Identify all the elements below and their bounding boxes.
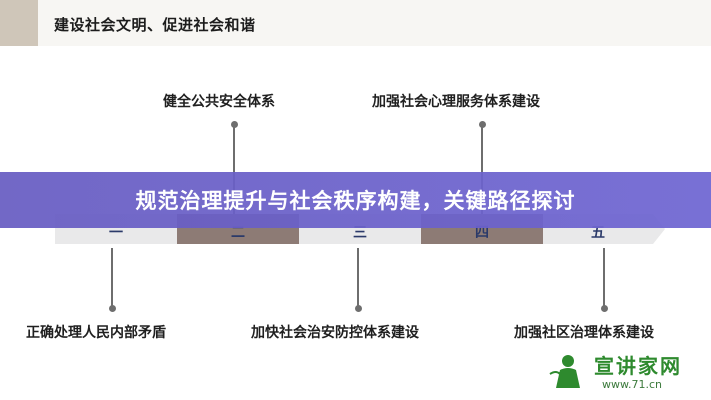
header-title: 建设社会文明、促进社会和谐 (54, 16, 256, 34)
banner-title: 规范治理提升与社会秩序构建，关键路径探讨 (135, 189, 576, 213)
watermark: 宣讲家网 www.71.cn (548, 348, 708, 396)
item-label-community-governance: 加强社区治理体系建设 (514, 325, 654, 341)
item-label-internal-contradictions: 正确处理人民内部矛盾 (26, 325, 166, 341)
header-accent-bar (0, 0, 38, 46)
watermark-brand: 宣讲家网 (594, 354, 682, 378)
stem-dot (355, 305, 362, 312)
stem-line (357, 248, 359, 308)
header: 建设社会文明、促进社会和谐 (0, 0, 711, 46)
item-label-public-safety: 健全公共安全体系 (163, 94, 275, 110)
stem-line (603, 248, 605, 308)
title-banner: 规范治理提升与社会秩序构建，关键路径探讨 (0, 172, 711, 228)
stem-line (233, 124, 235, 214)
stem-line (111, 248, 113, 308)
item-label-public-security: 加快社会治安防控体系建设 (251, 325, 419, 341)
stem-line (481, 124, 483, 214)
stem-dot (601, 305, 608, 312)
item-label-psych-service: 加强社会心理服务体系建设 (372, 94, 540, 110)
watermark-url: www.71.cn (602, 378, 662, 391)
stem-dot (109, 305, 116, 312)
speaker-logo-icon (549, 355, 580, 388)
